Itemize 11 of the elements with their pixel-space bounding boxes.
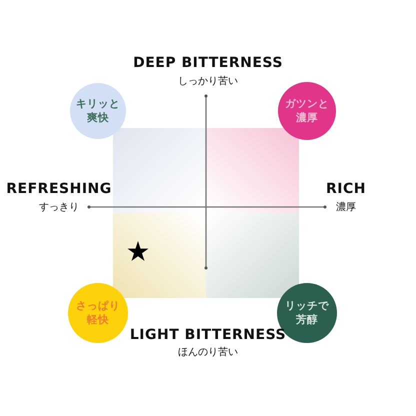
taste-circle: さっぱり軽快: [68, 283, 128, 343]
axis-subtitle: ほんのり苦い: [178, 346, 238, 359]
axis-subtitle: しっかり苦い: [178, 74, 238, 88]
axis-title: LIGHT BITTERNESS: [130, 327, 286, 343]
axis-subtitle: すっきり: [39, 201, 79, 214]
axis-title: REFRESHING: [6, 181, 112, 197]
axis-subtitle: 濃厚: [336, 200, 356, 214]
taste-circle: ガツンと濃厚: [278, 82, 336, 140]
taste-circle: キリッと爽快: [70, 83, 126, 139]
axis-title: RICH: [326, 181, 366, 197]
axis-title: DEEP BITTERNESS: [133, 55, 283, 71]
